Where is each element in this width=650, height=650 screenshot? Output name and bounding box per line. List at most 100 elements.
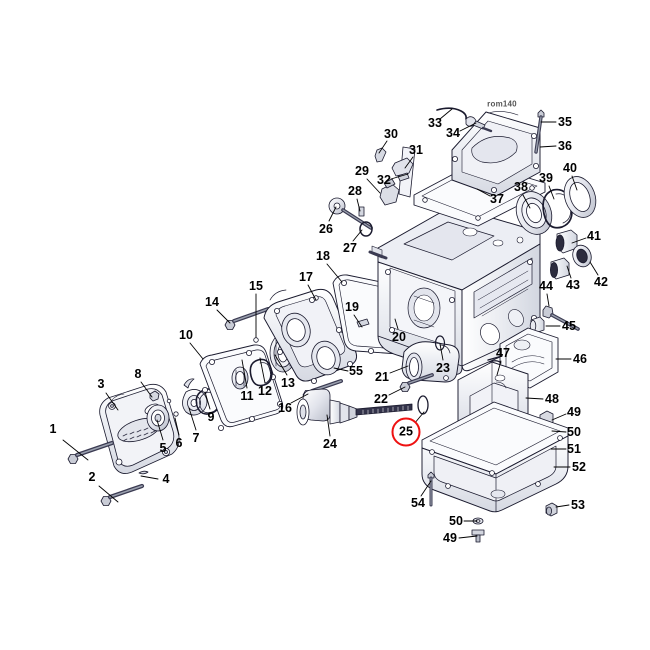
callout-50[interactable]: 50 [567,424,581,439]
watermark-text: rom140 [487,99,517,109]
leader-line-6 [174,417,180,436]
callout-40[interactable]: 40 [563,160,577,175]
callout-53[interactable]: 53 [571,497,585,512]
callout-17[interactable]: 17 [299,269,313,284]
callout-42[interactable]: 42 [594,274,608,289]
callout-32[interactable]: 32 [377,172,391,187]
callout-36[interactable]: 36 [558,138,572,153]
callout-3[interactable]: 3 [97,376,105,391]
leader-line-4 [140,475,159,480]
leader-line-43 [566,265,572,279]
leader-line-22 [388,386,406,396]
callout-30[interactable]: 30 [384,126,398,141]
callout-24[interactable]: 24 [323,436,337,451]
callout-5[interactable]: 5 [159,440,167,455]
callout-54[interactable]: 54 [411,495,425,510]
leader-line-53 [555,504,570,508]
callout-12[interactable]: 12 [258,383,272,398]
callout-28[interactable]: 28 [348,183,362,198]
leader-line-5 [156,419,164,441]
callout-27[interactable]: 27 [343,240,357,255]
callout-46[interactable]: 46 [573,351,587,366]
callout-35[interactable]: 35 [558,114,572,129]
leader-line-13 [274,354,288,376]
callout-55[interactable]: 55 [349,363,363,378]
callout-26[interactable]: 26 [319,221,333,236]
callout-39[interactable]: 39 [539,170,553,185]
callout-23[interactable]: 23 [436,360,450,375]
callout-34[interactable]: 34 [446,125,460,140]
callout-22[interactable]: 22 [374,391,388,406]
leader-line-30 [378,140,388,154]
callout-19[interactable]: 19 [345,299,359,314]
callout-52[interactable]: 52 [572,459,586,474]
callout-25[interactable]: 25 [391,417,421,447]
callout-14[interactable]: 14 [205,294,219,309]
callout-18[interactable]: 18 [316,248,330,263]
callout-47[interactable]: 47 [496,345,510,360]
leader-line-38 [522,194,531,209]
callout-20[interactable]: 20 [392,329,406,344]
callout-4[interactable]: 4 [162,471,170,486]
leader-line-7 [188,407,197,431]
callout-50b[interactable]: 50 [449,513,463,528]
leader-line-55 [333,367,349,372]
leader-line-27 [352,229,363,242]
leader-line-3 [105,392,119,411]
leader-line-44 [546,293,550,307]
leader-line-21 [389,365,409,374]
leader-line-33 [439,108,453,120]
leader-line-23 [439,343,444,361]
callout-49b[interactable]: 49 [443,530,457,545]
callout-44[interactable]: 44 [539,278,553,293]
leader-line-19 [353,314,363,328]
leader-line-10 [189,342,204,360]
callout-48[interactable]: 48 [545,391,559,406]
callout-31[interactable]: 31 [409,142,423,157]
callout-9[interactable]: 9 [207,409,215,424]
leader-line-31 [404,156,414,169]
callout-38[interactable]: 38 [514,179,528,194]
leader-line-50 [551,430,567,433]
callout-29[interactable]: 29 [355,163,369,178]
callout-43[interactable]: 43 [566,277,580,292]
callout-21[interactable]: 21 [375,369,389,384]
leader-line-11 [241,359,248,389]
leader-line-49 [551,413,567,421]
callout-13[interactable]: 13 [281,375,295,390]
callout-51[interactable]: 51 [567,441,581,456]
callout-33[interactable]: 33 [428,115,442,130]
leader-line-54 [420,480,432,497]
leader-line-18 [326,263,343,283]
leader-line-1 [62,439,89,461]
callout-16[interactable]: 16 [278,400,292,415]
leader-line-8 [140,381,153,398]
leader-line-24 [326,414,331,437]
leader-line-14 [216,309,231,324]
callout-6[interactable]: 6 [175,435,183,450]
leader-line-48 [525,397,544,400]
callout-8[interactable]: 8 [134,366,142,381]
leader-line-26 [328,206,337,222]
callout-2[interactable]: 2 [88,469,96,484]
leader-line-39 [548,185,555,200]
leader-line-40 [571,175,578,191]
leader-line-16 [290,393,309,404]
callout-41[interactable]: 41 [587,228,601,243]
leader-line-2 [98,485,119,503]
callout-45[interactable]: 45 [562,318,576,333]
callout-49[interactable]: 49 [567,404,581,419]
callout-7[interactable]: 7 [192,430,200,445]
callout-10[interactable]: 10 [179,327,193,342]
leader-line-37 [476,188,491,197]
leader-line-36 [539,145,557,148]
leader-line-42 [589,261,599,276]
callout-11[interactable]: 11 [240,388,254,403]
leader-line-32 [390,173,409,180]
callout-1[interactable]: 1 [49,421,57,436]
leader-line-49 [458,535,478,539]
callout-15[interactable]: 15 [249,278,263,293]
callout-37[interactable]: 37 [490,191,504,206]
